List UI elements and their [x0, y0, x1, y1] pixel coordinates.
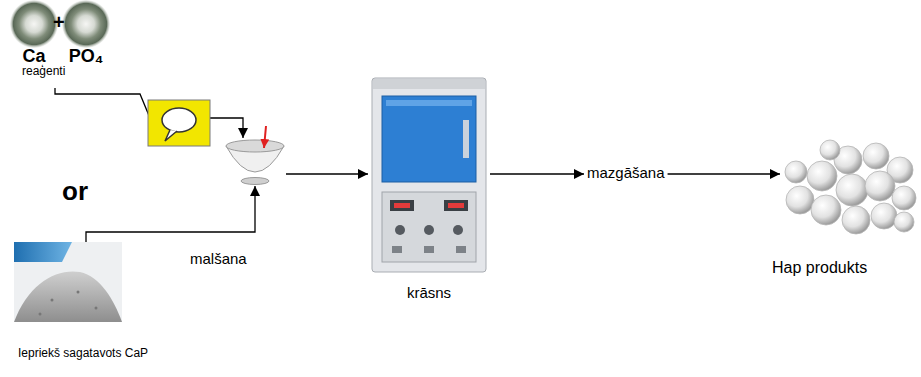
- icon-box: [148, 100, 210, 146]
- door-handle: [463, 120, 469, 158]
- sphere: [894, 212, 914, 232]
- sphere: [863, 143, 889, 169]
- node-caption: Hap produkts: [772, 258, 867, 277]
- display-digits: [448, 203, 464, 208]
- powder-ground: [14, 242, 122, 322]
- powder-heap: [14, 271, 122, 322]
- node-caption: PO₄: [63, 46, 109, 68]
- or-label: or: [62, 176, 88, 207]
- switch: [456, 246, 466, 253]
- dial: [424, 225, 434, 235]
- flow-arrow: [490, 173, 584, 174]
- display-digits: [394, 203, 410, 208]
- mortar-base: [241, 178, 269, 185]
- control-panel: [382, 192, 476, 262]
- powder-grain: [51, 299, 54, 302]
- furnace-door: [382, 96, 476, 182]
- sphere: [871, 203, 897, 229]
- display: [444, 200, 468, 211]
- flow-arrow: [286, 173, 368, 174]
- sphere-cluster: [785, 140, 916, 234]
- furnace-body: [372, 78, 486, 272]
- speech-bubble-icon: [148, 100, 210, 146]
- dial: [395, 225, 405, 235]
- grinding-step: malšana: [224, 138, 286, 186]
- powder-grain: [77, 291, 80, 294]
- node-caption: Ca: [11, 46, 57, 68]
- reagent-disc: PO₄: [63, 2, 109, 46]
- node-caption: Iepriekš sagatavots CaP: [18, 346, 148, 360]
- powder-source: Iepriekš sagatavots CaP: [14, 242, 122, 322]
- sphere: [786, 186, 814, 214]
- furnace-step: krāsns: [368, 75, 490, 275]
- powder-illustration: [14, 242, 122, 322]
- bubble-tail: [165, 130, 177, 141]
- sphere: [842, 206, 870, 234]
- flow-arrow: [86, 186, 255, 242]
- furnace-illustration: [372, 78, 486, 272]
- reagent-disc-image: [62, 0, 110, 48]
- reagent-disc-image: [10, 0, 58, 48]
- reagent-disc: Ca: [11, 2, 57, 46]
- product-step: Hap produkts: [780, 138, 918, 238]
- powder-grain: [39, 313, 42, 316]
- washing-step: mazgāšana: [584, 163, 668, 183]
- flow-arrow: [668, 173, 780, 174]
- sphere: [892, 186, 916, 210]
- sphere: [820, 140, 840, 160]
- plus-sign: +: [53, 10, 65, 34]
- powder-grain: [95, 307, 98, 310]
- sphere: [836, 174, 868, 206]
- red-arrow: [264, 126, 266, 148]
- display: [390, 200, 414, 211]
- sphere: [807, 161, 837, 191]
- sphere: [811, 195, 841, 225]
- furnace-top: [373, 79, 485, 89]
- bubble: [162, 108, 196, 132]
- switch: [392, 246, 402, 253]
- door-highlight: [386, 100, 472, 106]
- mortar-rim: [226, 140, 284, 152]
- node-caption: malšana: [190, 250, 247, 268]
- sphere: [785, 161, 807, 183]
- node-caption: reaģenti: [22, 64, 65, 78]
- mortar-illustration: [226, 126, 284, 185]
- switch: [424, 246, 434, 253]
- powder-band: [14, 242, 72, 262]
- node-caption: krāsns: [368, 284, 490, 302]
- dial: [453, 225, 463, 235]
- node-caption: mazgāšana: [587, 164, 665, 182]
- sphere: [865, 171, 895, 201]
